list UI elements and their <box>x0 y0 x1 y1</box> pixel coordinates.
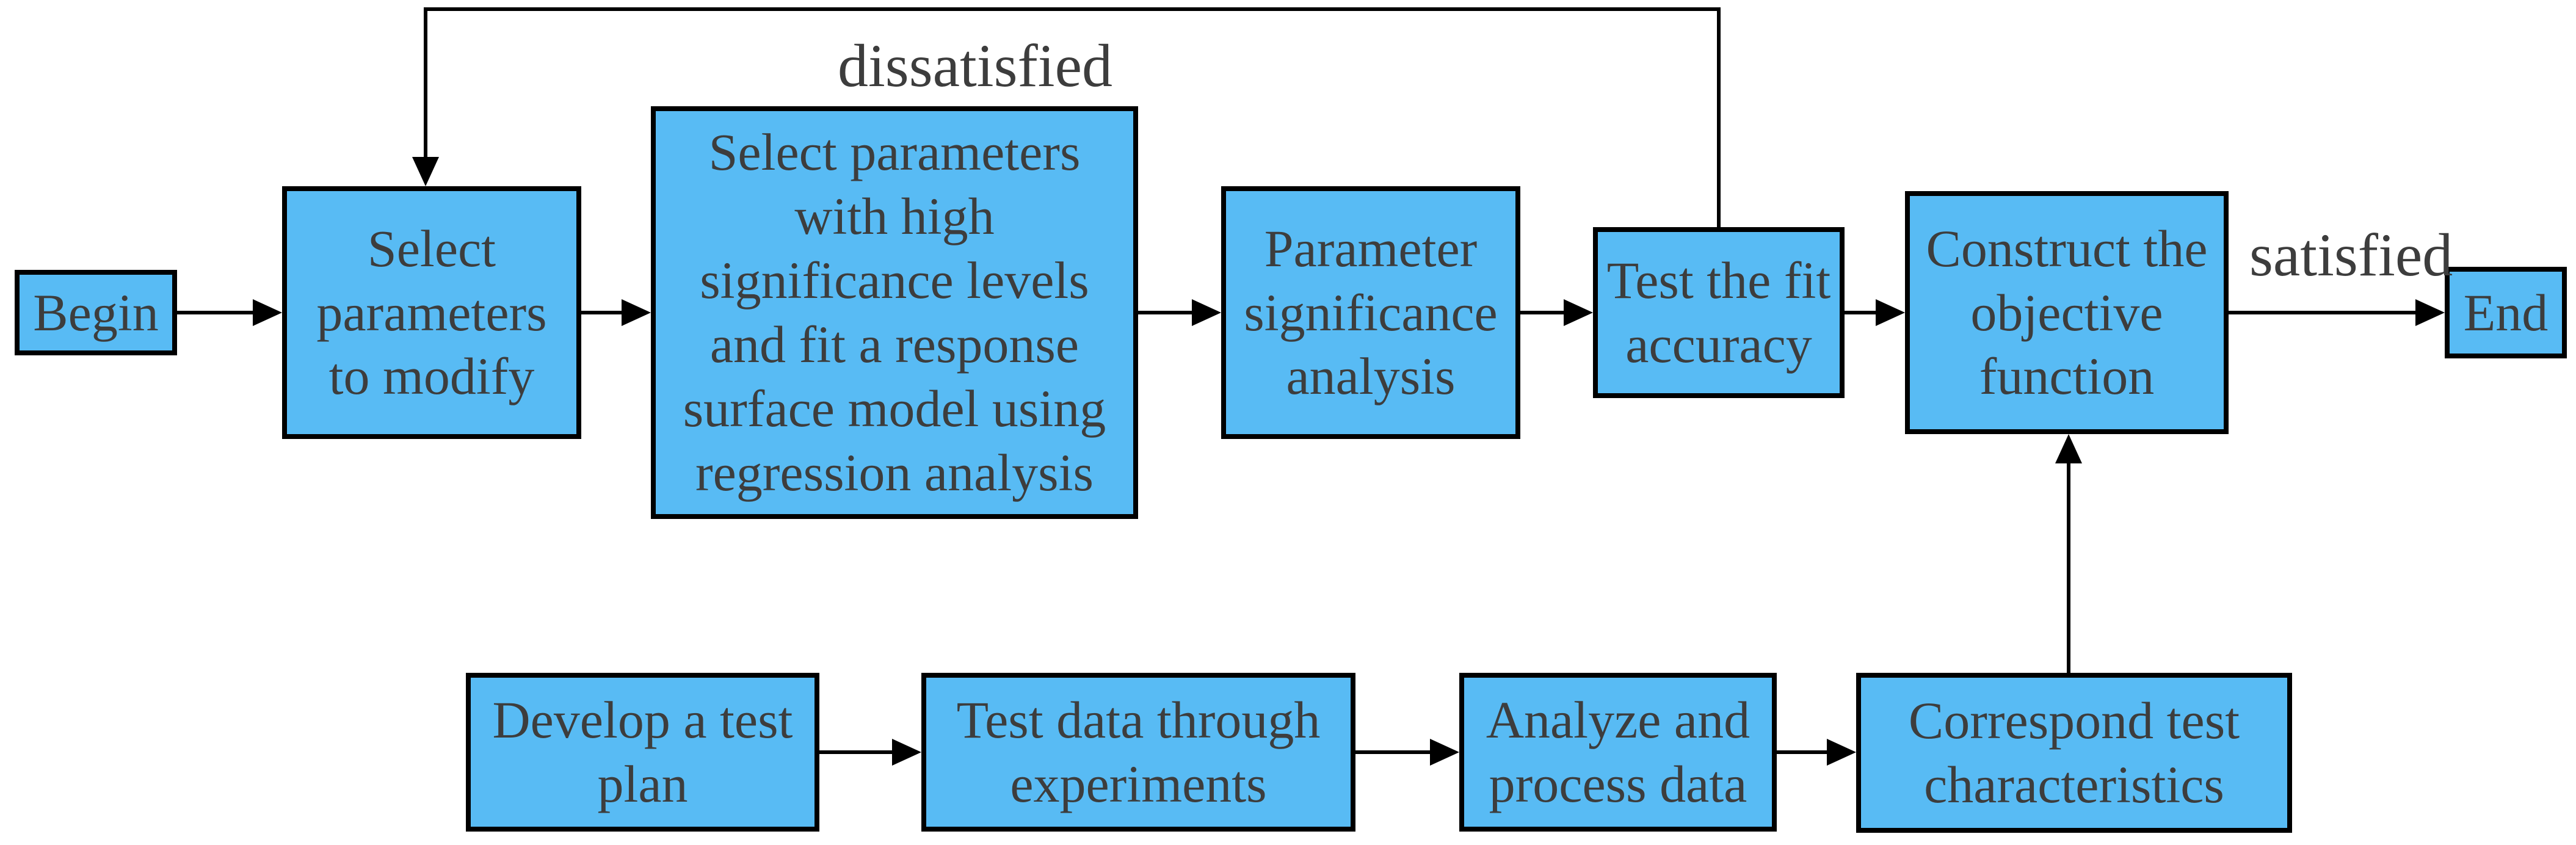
edge-label-dissatisfied: dissatisfied <box>838 32 1112 100</box>
arrow-begin-to-select-head <box>253 299 282 326</box>
arrow-testdata-to-analyze-line <box>1355 750 1431 754</box>
arrow-construct-to-end-head <box>2415 299 2445 326</box>
arrow-analyze-to-correspond-head <box>1827 739 1856 766</box>
arrow-fitmodel-to-significance-line <box>1138 311 1193 314</box>
node-test-fit-accuracy: Test the fit accuracy <box>1593 227 1845 398</box>
arrow-analyze-to-correspond-line <box>1777 750 1828 754</box>
arrow-begin-to-select-line <box>177 311 254 314</box>
feedback-loop-right-segment <box>1717 9 1721 227</box>
arrow-correspond-to-construct-line <box>2067 460 2070 673</box>
node-end: End <box>2445 267 2567 358</box>
arrow-construct-to-end-line <box>2229 311 2417 314</box>
feedback-loop-left-segment <box>424 7 427 157</box>
feedback-loop-head <box>412 157 439 186</box>
arrow-select-to-fitmodel-line <box>581 311 623 314</box>
arrow-significance-to-testfit-head <box>1564 299 1593 326</box>
node-test-data-experiments: Test data through experiments <box>921 673 1355 832</box>
node-analyze-process-data: Analyze and process data <box>1459 673 1777 832</box>
arrow-fitmodel-to-significance-head <box>1192 299 1221 326</box>
node-fit-response-model: Select parameters with high significance… <box>651 106 1138 519</box>
arrow-significance-to-testfit-line <box>1520 311 1565 314</box>
node-correspond-characteristics: Correspond test characteristics <box>1856 673 2292 833</box>
arrow-testfit-to-construct-line <box>1845 311 1877 314</box>
node-select-parameters: Select parameters to modify <box>282 186 581 439</box>
arrow-correspond-to-construct-head <box>2055 434 2082 463</box>
arrow-testfit-to-construct-head <box>1876 299 1905 326</box>
node-parameter-significance: Parameter significance analysis <box>1221 186 1520 439</box>
arrow-select-to-fitmodel-head <box>622 299 651 326</box>
arrow-develop-to-testdata-line <box>819 750 893 754</box>
node-begin: Begin <box>15 270 177 355</box>
edge-label-satisfied: satisfied <box>2249 221 2453 289</box>
arrow-testdata-to-analyze-head <box>1430 739 1459 766</box>
arrow-develop-to-testdata-head <box>892 739 921 766</box>
feedback-loop-top-segment <box>424 7 1721 11</box>
node-develop-test-plan: Develop a test plan <box>466 673 819 832</box>
node-construct-objective: Construct the objective function <box>1905 191 2229 434</box>
